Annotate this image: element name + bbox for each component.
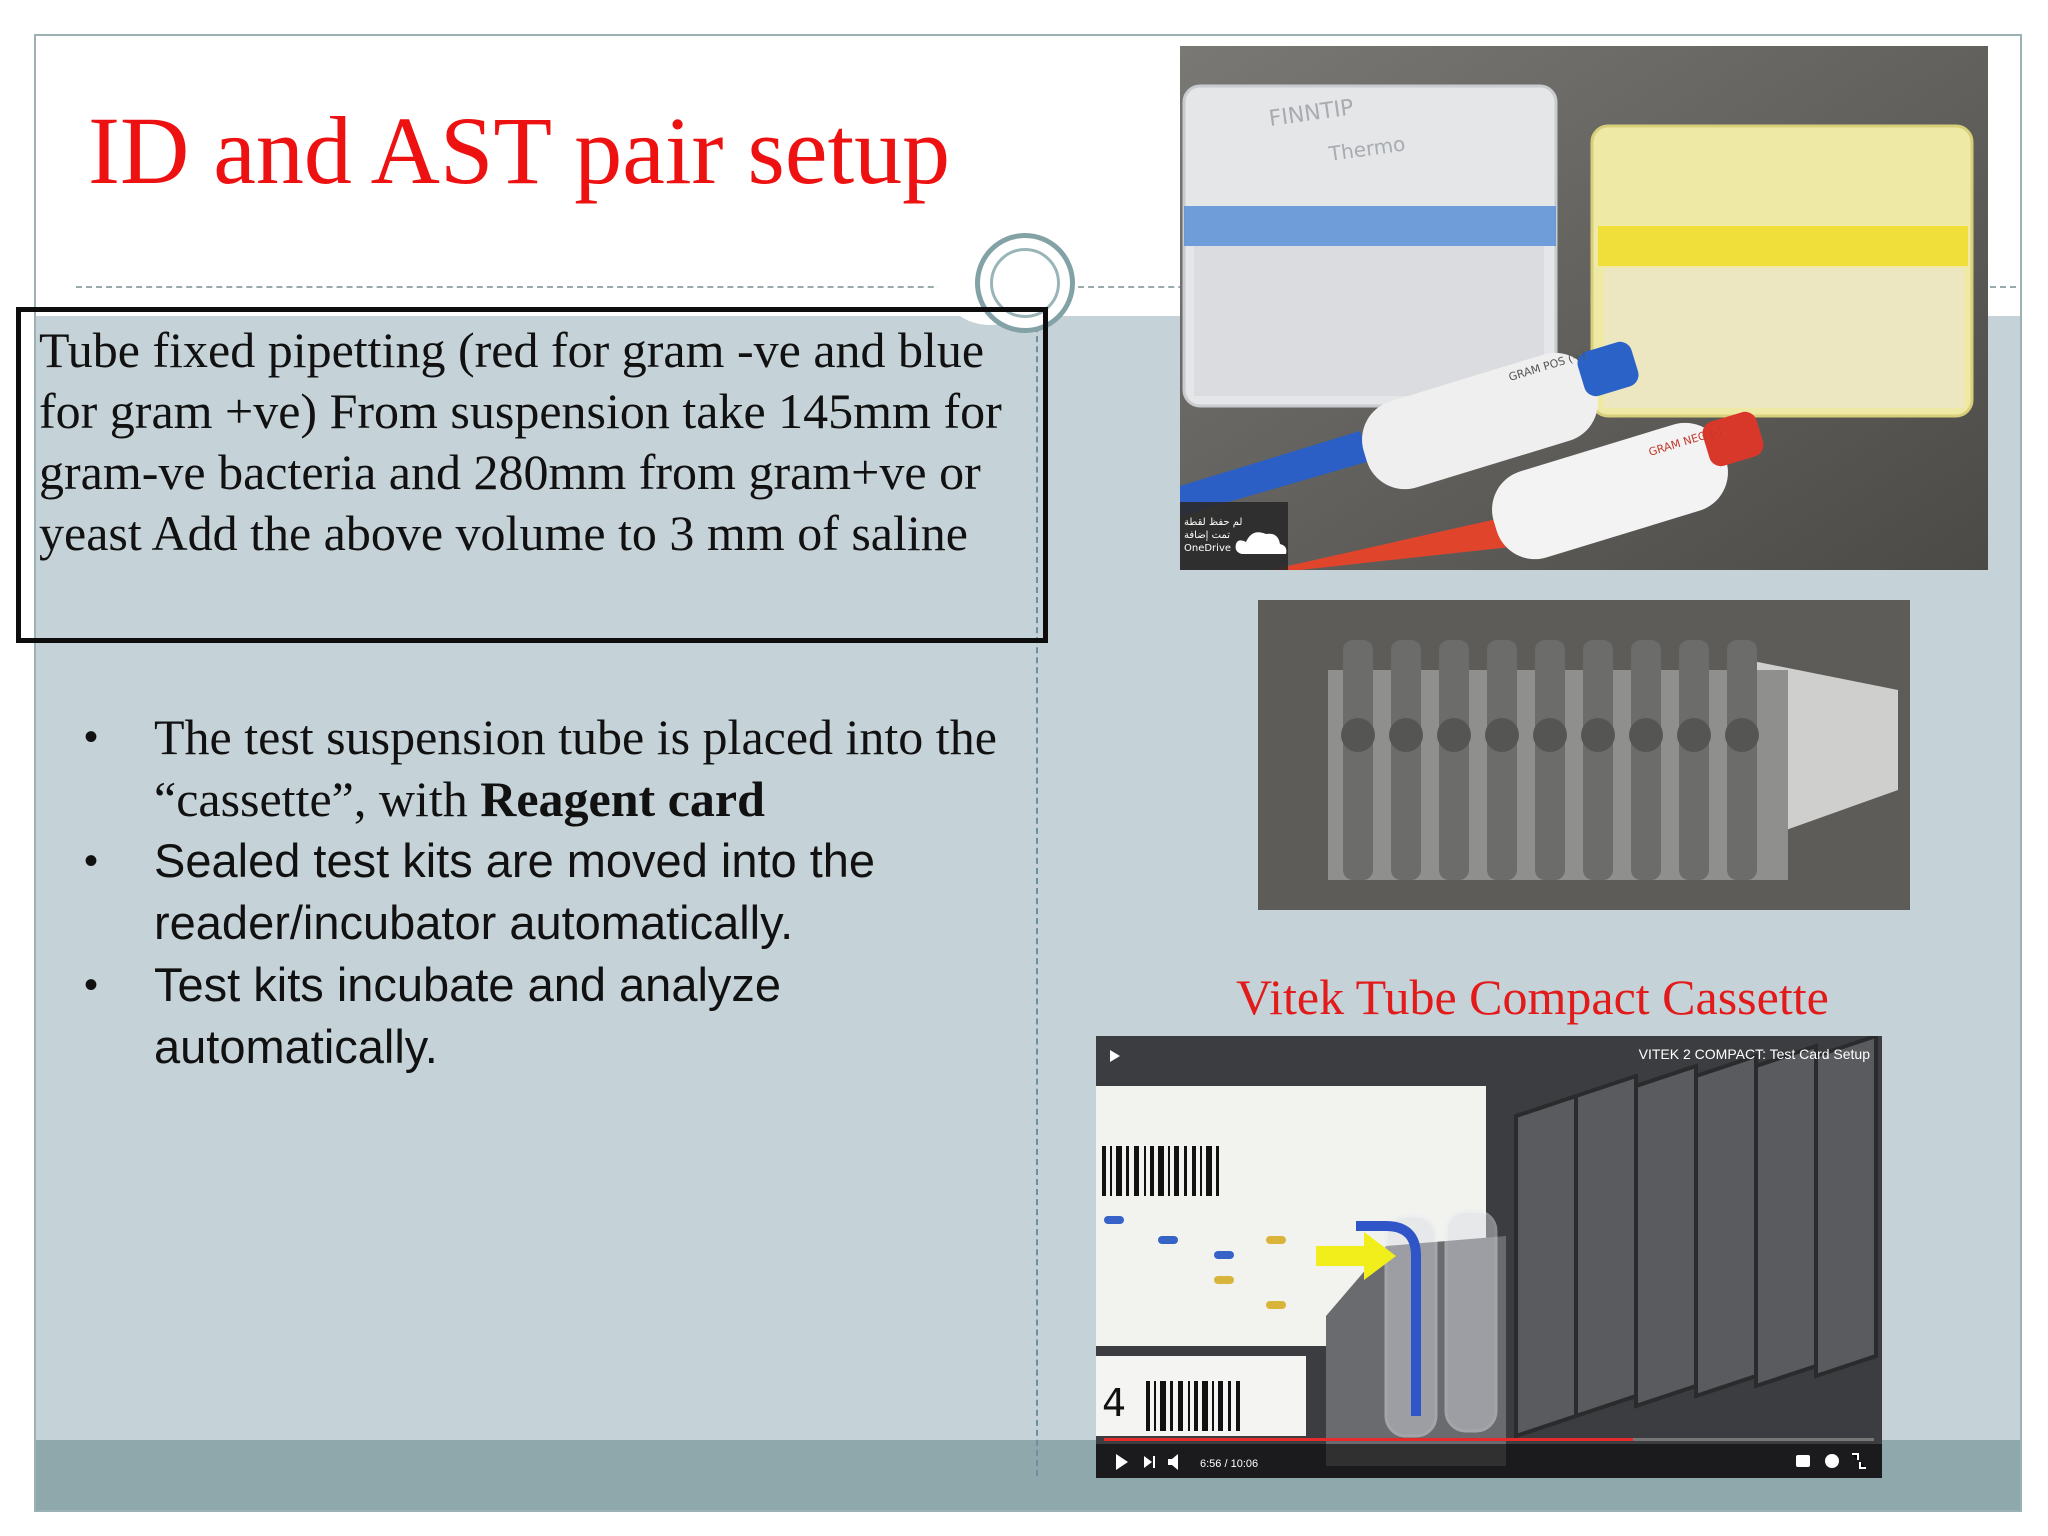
- cassette-caption: Vitek Tube Compact Cassette: [1236, 969, 1829, 1025]
- video-player[interactable]: 4 VITEK 2 COMPACT: Test Card Setup 6:56 …: [1096, 1036, 1882, 1478]
- next-icon[interactable]: [1144, 1456, 1155, 1468]
- cassette-ribs: [1514, 1036, 1878, 1439]
- bullet-glyph: •: [84, 963, 99, 1007]
- bullet-emphasis: Reagent card: [480, 771, 765, 827]
- play-icon[interactable]: [1116, 1454, 1128, 1470]
- bullet-glyph: •: [84, 839, 99, 883]
- onedrive-line: OneDrive: [1184, 543, 1232, 554]
- bullet-list: • The test suspension tube is placed into…: [84, 706, 1034, 1078]
- yellow-tip-box: [1590, 124, 1974, 418]
- bullet-text: Test kits incubate and analyze automatic…: [154, 958, 782, 1073]
- progress-fill: [1104, 1438, 1633, 1441]
- onedrive-line: تمت إضافة: [1184, 530, 1231, 541]
- bullet-text: Sealed test kits are moved into the read…: [154, 834, 876, 949]
- volume-icon[interactable]: [1168, 1454, 1178, 1470]
- settings-icon[interactable]: [1825, 1454, 1839, 1468]
- cassette-illustration: [1258, 600, 1910, 910]
- fullscreen-icon[interactable]: [1852, 1453, 1866, 1469]
- suspension-tubes: [1356, 1209, 1498, 1438]
- cassette-photo: [1258, 600, 1910, 910]
- pipettes-illustration: FINNTIP Thermo GRAM POS (+) GRAM NEG (-): [1180, 46, 1988, 570]
- blue-pipette: GRAM POS (+): [1180, 341, 1639, 516]
- bullet-text: The test suspension tube is placed into …: [154, 709, 997, 827]
- onedrive-overlay-text: لم حفظ لقطة تمت إضافة OneDrive: [1184, 516, 1242, 555]
- bullet-item: • Sealed test kits are moved into the rea…: [84, 830, 1034, 954]
- ornament-ring-icon: [975, 233, 1075, 333]
- onedrive-cloud-icon: [1235, 532, 1287, 554]
- bullet-item: • The test suspension tube is placed into…: [84, 706, 1034, 830]
- column-divider: [1036, 286, 1038, 1476]
- bullet-item: • Test kits incubate and analyze automati…: [84, 954, 1034, 1078]
- share-icon: [1110, 1050, 1120, 1062]
- callout-box: Tube fixed pipetting (red for gram -ve a…: [16, 307, 1048, 643]
- control-bar: [1096, 1444, 1882, 1478]
- card-barcode-label: [1096, 1356, 1306, 1436]
- clear-tip-box: FINNTIP Thermo: [1182, 84, 1558, 408]
- subtitles-icon[interactable]: [1796, 1455, 1810, 1467]
- slide-title: ID and AST pair setup: [88, 97, 951, 204]
- cassette-slots: [1341, 640, 1759, 880]
- video-frame: 4: [1096, 1036, 1882, 1478]
- video-title: VITEK 2 COMPACT: Test Card Setup: [1638, 1046, 1870, 1062]
- red-pipette: GRAM NEG (-): [1270, 411, 1764, 570]
- video-timestamp: 6:56 / 10:06: [1200, 1458, 1259, 1470]
- bullet-glyph: •: [84, 715, 99, 759]
- onedrive-line: لم حفظ لقطة: [1184, 517, 1243, 528]
- label-barcode: [1146, 1381, 1240, 1431]
- pipettes-photo: FINNTIP Thermo GRAM POS (+) GRAM NEG (-)…: [1180, 46, 1988, 570]
- slot-number: 4: [1102, 1381, 1126, 1425]
- pointer-arrow-icon: [1316, 1232, 1396, 1280]
